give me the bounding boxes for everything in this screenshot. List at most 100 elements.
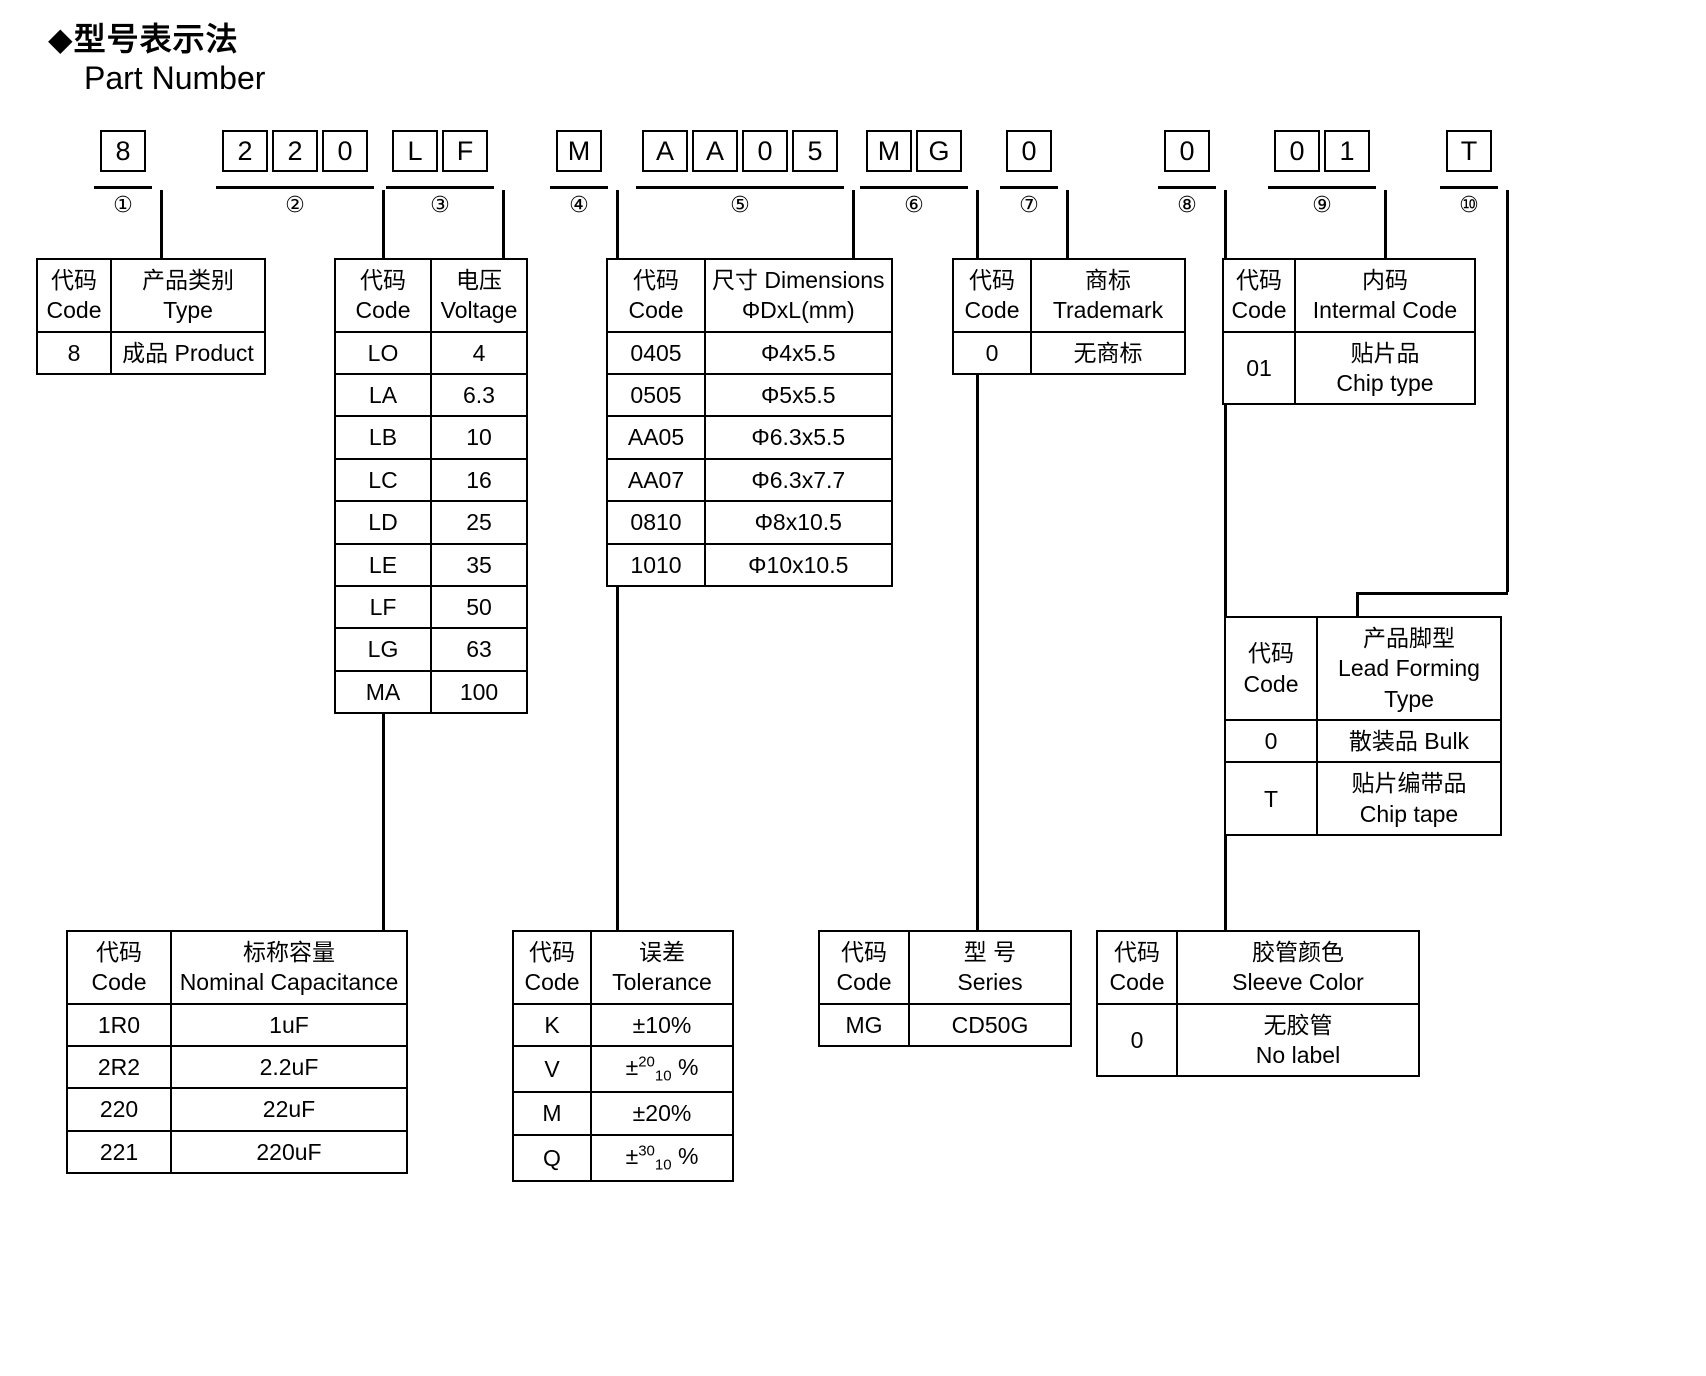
cell-value: Φ6.3x5.5 bbox=[704, 415, 893, 460]
cell-code: MG bbox=[818, 1002, 910, 1048]
cell-value: ±10% bbox=[590, 1002, 734, 1048]
cell-code: 0 bbox=[1096, 1002, 1178, 1078]
part-number-group-underline bbox=[386, 186, 494, 189]
part-number-char: 2 bbox=[222, 130, 268, 172]
part-number-char: M bbox=[556, 130, 602, 172]
connector-line-vertical bbox=[976, 190, 979, 930]
part-number-group-underline bbox=[94, 186, 152, 189]
cell-code: 1R0 bbox=[66, 1002, 172, 1048]
cell-value: 63 bbox=[430, 627, 528, 672]
cell-value: 2.2uF bbox=[170, 1045, 408, 1090]
cell-code: LE bbox=[334, 542, 432, 587]
cell-code: 1010 bbox=[606, 542, 706, 587]
cell-value: 50 bbox=[430, 584, 528, 630]
cell-value: 100 bbox=[430, 669, 528, 714]
cell-code: 01 bbox=[1222, 330, 1296, 406]
part-number-char: 8 bbox=[100, 130, 146, 172]
part-number-group-underline bbox=[1268, 186, 1376, 189]
cell-code: LO bbox=[334, 330, 432, 376]
cell-code: 220 bbox=[66, 1087, 172, 1132]
cell-code: LG bbox=[334, 627, 432, 672]
part-number-group-underline bbox=[1440, 186, 1498, 189]
cell-code: 0505 bbox=[606, 373, 706, 418]
connector-line-horizontal bbox=[1356, 592, 1508, 595]
cell-value: 4 bbox=[430, 330, 528, 376]
part-number-char: G bbox=[916, 130, 962, 172]
diamond-bullet-icon: ◆ bbox=[48, 21, 74, 57]
cell-value: 25 bbox=[430, 500, 528, 545]
page-title-cn: ◆型号表示法 bbox=[48, 14, 239, 60]
table-row: M±20% bbox=[512, 1091, 734, 1136]
cell-code: 0 bbox=[1224, 719, 1318, 764]
connector-line-vertical bbox=[1224, 190, 1227, 930]
connector-line-vertical bbox=[502, 190, 505, 258]
part-number-char: L bbox=[392, 130, 438, 172]
part-number-group-index: ④ bbox=[569, 192, 589, 217]
cell-value: Φ4x5.5 bbox=[704, 330, 893, 376]
connector-line-vertical bbox=[852, 190, 855, 258]
page-title-cn-text: 型号表示法 bbox=[73, 21, 239, 57]
cell-value: CD50G bbox=[908, 1002, 1072, 1048]
part-number-group-index: ⑦ bbox=[1019, 192, 1039, 217]
cell-code: MA bbox=[334, 669, 432, 714]
part-number-char: F bbox=[442, 130, 488, 172]
connector-line-vertical bbox=[160, 190, 163, 258]
connector-line-vertical bbox=[1356, 592, 1359, 616]
part-number-char: T bbox=[1446, 130, 1492, 172]
part-number-group-index: ⑧ bbox=[1177, 192, 1197, 217]
part-number-char: 0 bbox=[1274, 130, 1320, 172]
part-number-char: 2 bbox=[272, 130, 318, 172]
cell-value: 成品 Product bbox=[110, 330, 266, 376]
part-number-char: 5 bbox=[792, 130, 838, 172]
cell-code: AA07 bbox=[606, 457, 706, 503]
part-number-group-index: ⑨ bbox=[1312, 192, 1332, 217]
cell-value: 散装品 Bulk bbox=[1316, 719, 1502, 764]
part-number-char: 0 bbox=[322, 130, 368, 172]
cell-code: LA bbox=[334, 373, 432, 418]
cell-code: 221 bbox=[66, 1129, 172, 1175]
cell-code: LC bbox=[334, 457, 432, 503]
table-row: V±2010 % bbox=[512, 1045, 734, 1094]
part-number-group-underline bbox=[550, 186, 608, 189]
part-number-char: 1 bbox=[1324, 130, 1370, 172]
part-number-char: A bbox=[642, 130, 688, 172]
part-number-group-index: ② bbox=[285, 192, 305, 217]
cell-value: ±3010 % bbox=[590, 1133, 734, 1183]
cell-value: 1uF bbox=[170, 1002, 408, 1048]
table-row: K±10% bbox=[512, 1002, 734, 1048]
